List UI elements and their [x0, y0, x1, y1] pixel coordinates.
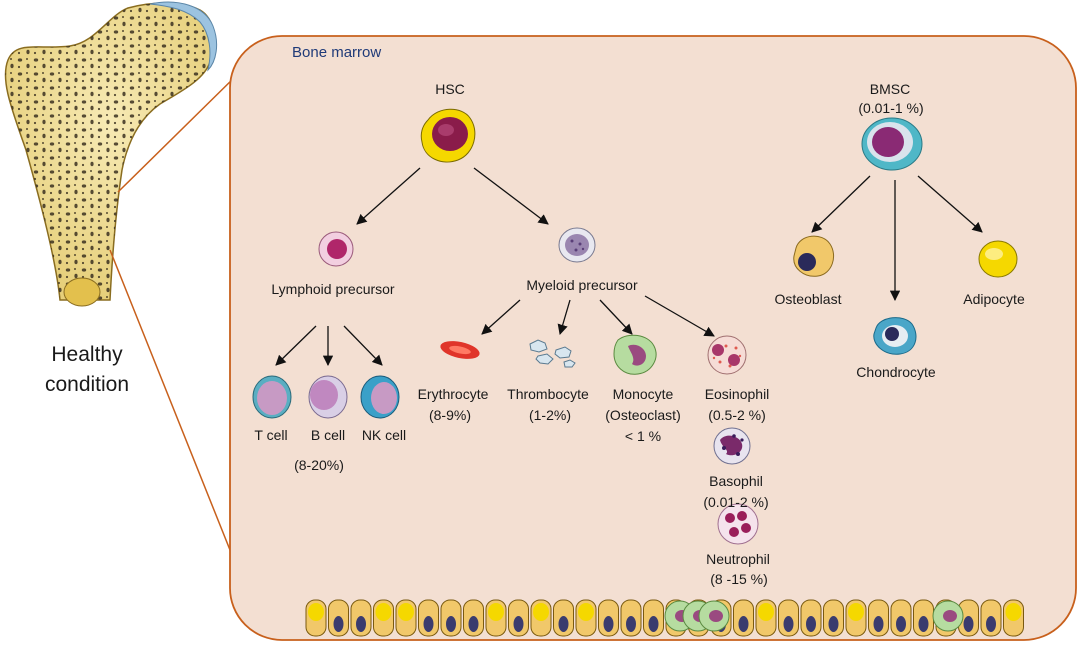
arrows [275, 167, 983, 367]
t-cell-icon [252, 375, 292, 419]
label-neutrophil-pct: (8 -15 %) [710, 571, 768, 587]
label-lymphoid-pct: (8-20%) [294, 457, 344, 473]
chondrocyte-cell-icon [873, 317, 917, 355]
endosteal-cell [328, 599, 349, 637]
osteoblast-cell-icon [793, 235, 834, 277]
b-cell-icon [308, 375, 348, 419]
neutrophil-cell-icon [717, 503, 759, 545]
endosteal-cell [305, 599, 327, 637]
endosteal-cell [868, 599, 889, 637]
endosteal-cell [418, 599, 439, 637]
side-caption: Healthy condition [22, 340, 152, 400]
endosteal-cell [980, 599, 1002, 637]
eosinophil-cell-icon [707, 335, 747, 375]
label-myeloid-precursor: Myeloid precursor [526, 277, 638, 293]
monocyte-cell-icon [613, 334, 657, 375]
label-thrombocyte-pct: (1-2%) [528, 407, 571, 423]
arrow-bmsc-adipocyte [917, 175, 983, 233]
label-bmsc: BMSC [869, 81, 911, 97]
endosteal-cell [823, 599, 844, 637]
label-eosinophil: Eosinophil [704, 386, 770, 402]
endosteal-cell [440, 599, 462, 637]
endosteal-macrophage-nucleus [943, 610, 957, 622]
basophil-cell-icon [713, 427, 751, 465]
label-eosinophil-pct: (0.5-2 %) [708, 407, 766, 423]
label-monocyte: Monocyte [612, 386, 674, 402]
label-neutrophil: Neutrophil [706, 551, 770, 567]
arrow-hsc-lymphoid [356, 167, 421, 225]
label-lymphoid-precursor: Lymphoid precursor [271, 281, 395, 297]
label-nk-cell: NK cell [361, 427, 407, 443]
endosteal-cell [800, 599, 822, 637]
label-t-cell: T cell [254, 427, 288, 443]
endosteal-cell-row [305, 599, 1024, 637]
arrow-myeloid-thrombocyte [557, 299, 571, 335]
label-thrombocyte: Thrombocyte [507, 386, 589, 402]
label-bmsc-pct: (0.01-1 %) [858, 100, 924, 116]
arrow-lymphoid-nkcell [343, 325, 383, 366]
arrow-hsc-myeloid [473, 167, 549, 225]
bmsc-cell-icon [861, 117, 923, 171]
endosteal-cell [890, 599, 912, 637]
label-chondrocyte: Chondrocyte [856, 364, 936, 380]
endosteal-cell [463, 599, 484, 637]
arrow-myeloid-eosinophil [644, 295, 715, 337]
label-osteoblast: Osteoblast [774, 291, 842, 307]
zoom-line-top [117, 71, 241, 193]
arrow-bmsc-osteoblast [811, 175, 871, 233]
endosteal-cell [598, 599, 619, 637]
label-hsc: HSC [435, 81, 465, 97]
endosteal-cell [913, 599, 934, 637]
endosteal-cell [485, 599, 507, 637]
label-monocyte-sub: (Osteoclast) [605, 407, 681, 423]
adipocyte-cell-icon [978, 240, 1018, 278]
label-erythrocyte-pct: (8-9%) [428, 407, 471, 423]
endosteal-cell [1003, 599, 1024, 637]
arrow-lymphoid-tcell [275, 325, 317, 366]
endosteal-cell [530, 599, 552, 637]
endosteal-cell [958, 599, 979, 637]
arrow-myeloid-monocyte [599, 299, 633, 335]
endosteal-cell [395, 599, 417, 637]
endosteal-cell [553, 599, 574, 637]
endosteal-cell [373, 599, 394, 637]
label-monocyte-pct: < 1 % [624, 428, 662, 444]
endosteal-cell [350, 599, 372, 637]
endosteal-cell [620, 599, 642, 637]
arrow-myeloid-erythrocyte [481, 299, 521, 335]
label-adipocyte: Adipocyte [963, 291, 1025, 307]
side-caption-line2: condition [44, 373, 130, 396]
panel-title: Bone marrow [292, 44, 382, 61]
endosteal-cell [778, 599, 799, 637]
hsc-cell-icon [420, 108, 476, 163]
endosteal-cell [845, 599, 867, 637]
side-caption-line1: Healthy [51, 343, 123, 366]
endosteal-cell [643, 599, 664, 637]
erythrocyte-cell-icon [440, 341, 480, 359]
myeloid-precursor-cell-icon [558, 227, 596, 263]
endosteal-cell [575, 599, 597, 637]
label-erythrocyte: Erythrocyte [417, 386, 489, 402]
thrombocyte-cell-icon [529, 339, 576, 368]
label-basophil: Basophil [709, 473, 763, 489]
label-b-cell: B cell [310, 427, 346, 443]
bone-marrow-panel [229, 35, 1077, 641]
nk-cell-icon [360, 375, 400, 419]
label-basophil-pct: (0.01-2 %) [703, 494, 769, 510]
femur-bone-illustration [4, 1, 218, 307]
lymphoid-precursor-cell-icon [318, 231, 354, 267]
endosteal-cell [733, 599, 754, 637]
endosteal-macrophage-nucleus [709, 610, 723, 622]
endosteal-cell [755, 599, 777, 637]
endosteal-cell [508, 599, 529, 637]
